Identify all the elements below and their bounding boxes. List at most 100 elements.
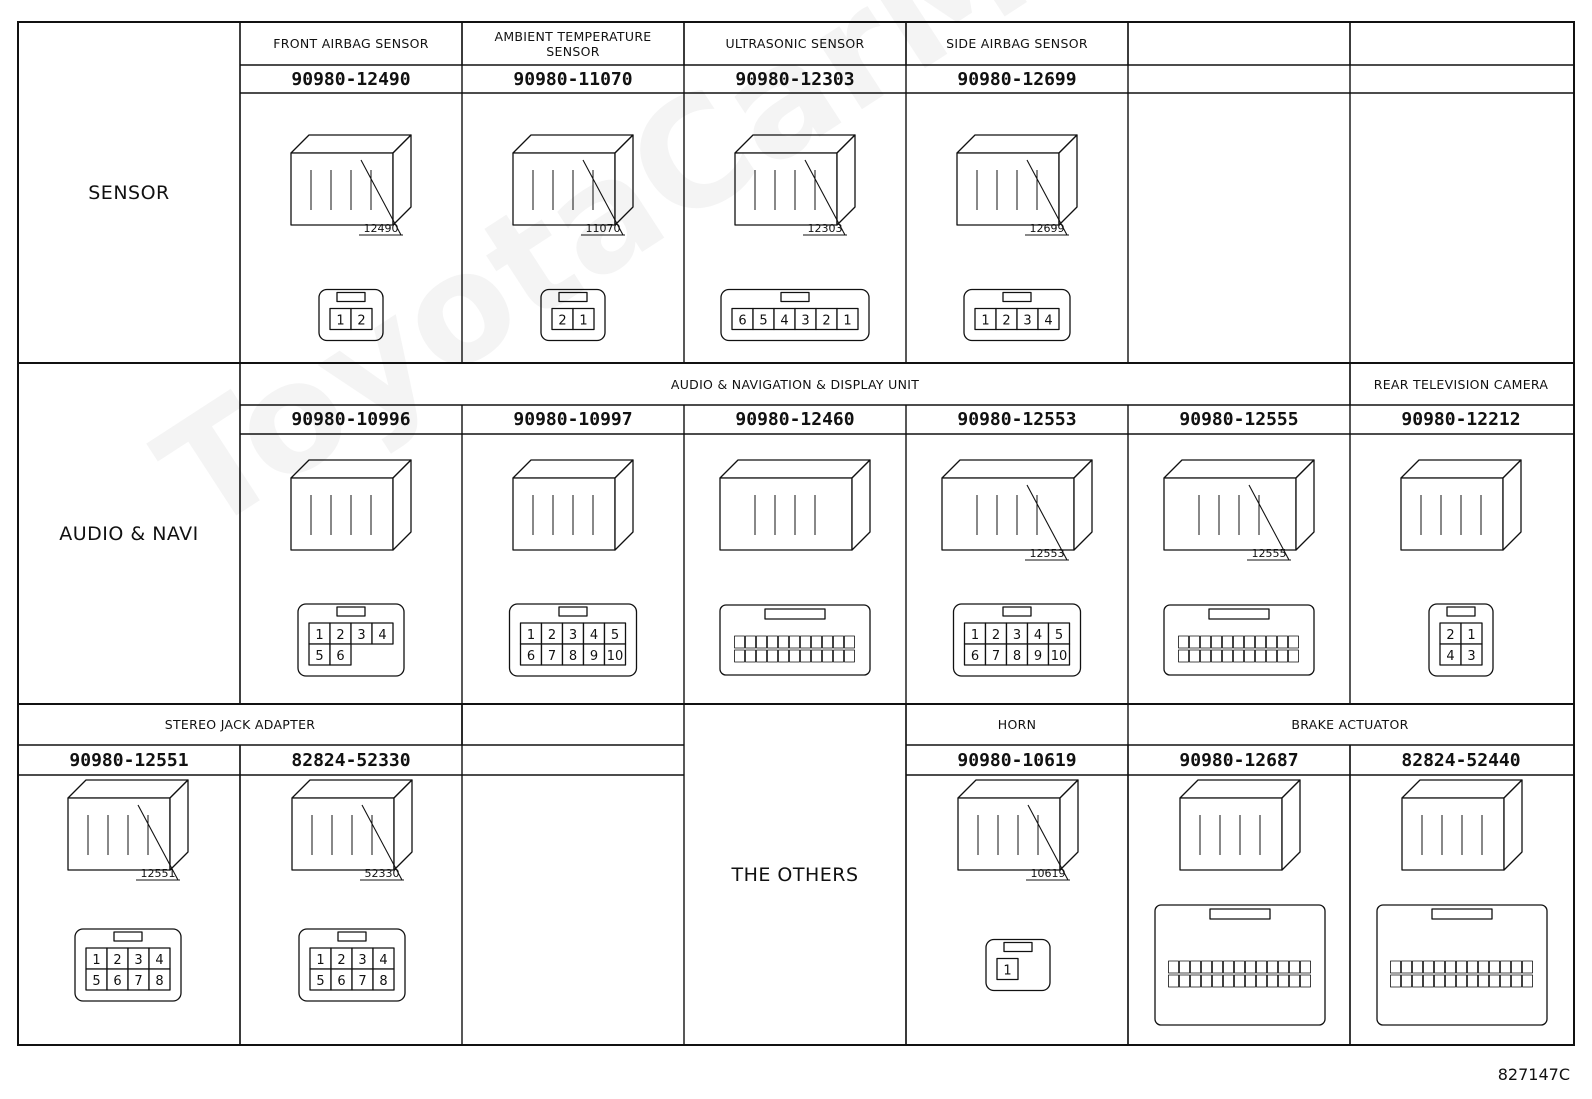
connector-3d-icon: [291, 779, 413, 871]
pin-face-icon: [719, 604, 871, 676]
pin-number: 2: [336, 628, 344, 643]
connector-3d-icon: [1401, 779, 1523, 871]
part-number[interactable]: 90980-10997: [513, 409, 633, 430]
group-title: [1350, 22, 1572, 65]
figure-reference: 827147C: [1497, 1065, 1570, 1084]
part-number[interactable]: 90980-12687: [1179, 749, 1299, 771]
pin-number: 7: [358, 974, 366, 989]
pin-number: 2: [337, 953, 345, 968]
part-number[interactable]: 90980-12555: [1179, 409, 1299, 430]
pin-number: 2: [558, 314, 566, 329]
part-number[interactable]: 90980-12699: [957, 68, 1077, 90]
pin-number: 1: [843, 314, 851, 329]
pin-number: 3: [569, 628, 577, 643]
connector-3d-icon: [290, 459, 412, 551]
part-number[interactable]: 82824-52330: [291, 749, 411, 771]
pin-number: 4: [1034, 628, 1042, 643]
pin-number: 4: [379, 953, 387, 968]
part-number[interactable]: 90980-12551: [69, 749, 189, 771]
group-title: AUDIO & NAVIGATION & DISPLAY UNIT: [670, 376, 920, 392]
part-number[interactable]: [1350, 65, 1572, 93]
pin-number: 3: [134, 953, 142, 968]
pin-face-icon: [1428, 603, 1494, 677]
pin-number: 1: [527, 628, 535, 643]
connector-3d-icon: [1179, 779, 1301, 871]
pin-number: 1: [1003, 964, 1011, 979]
connector-3d-icon: [941, 459, 1093, 551]
group-title: [1128, 22, 1350, 65]
connector-3d-icon: [67, 779, 189, 871]
pin-number: 5: [92, 974, 100, 989]
pin-number: 1: [336, 314, 344, 329]
pin-number: 6: [113, 974, 121, 989]
pin-face-icon: [1163, 604, 1315, 676]
pin-face-icon: [508, 603, 638, 677]
pin-number: 2: [1002, 314, 1010, 329]
part-number[interactable]: 90980-12460: [735, 409, 855, 430]
pin-number: 3: [1023, 314, 1031, 329]
pin-number: 1: [971, 628, 979, 643]
pin-number: 1: [92, 953, 100, 968]
callout-label: 11070: [586, 222, 621, 235]
part-number[interactable]: 90980-11070: [513, 68, 633, 90]
pin-number: 1: [579, 314, 587, 329]
pin-number: 2: [113, 953, 121, 968]
group-title: AMBIENT TEMPERATURE SENSOR: [494, 28, 652, 59]
category-label: SENSOR: [88, 181, 170, 204]
group-title: STEREO JACK ADAPTER: [164, 717, 316, 732]
group-title: HORN: [997, 717, 1037, 732]
pin-face-icon: [74, 928, 182, 1002]
category-label: THE OTHERS: [731, 863, 859, 886]
pin-number: 3: [1467, 649, 1475, 664]
part-number[interactable]: 90980-12553: [957, 409, 1077, 430]
pin-face-icon: [720, 288, 870, 342]
pin-number: 5: [1055, 628, 1063, 643]
pin-number: 9: [1034, 649, 1042, 664]
pin-number: 6: [336, 649, 344, 664]
part-number[interactable]: 90980-12303: [735, 68, 855, 90]
connector-3d-icon: [957, 779, 1079, 871]
connector-3d-icon: [290, 134, 412, 226]
callout-label: 12699: [1030, 222, 1065, 235]
part-number[interactable]: 90980-10619: [957, 749, 1077, 771]
pin-number: 5: [315, 649, 323, 664]
connector-3d-icon: [1163, 459, 1315, 551]
callout-label: 12555: [1252, 547, 1287, 560]
pin-number: 3: [1013, 628, 1021, 643]
pin-number: 8: [155, 974, 163, 989]
pin-number: 2: [1446, 628, 1454, 643]
pin-face-icon: [318, 288, 384, 342]
part-number[interactable]: 90980-12212: [1401, 409, 1521, 430]
pin-face-icon: [1154, 904, 1326, 1026]
callout-label: 12303: [808, 222, 843, 235]
pin-number: 7: [992, 649, 1000, 664]
pin-number: 4: [378, 628, 386, 643]
pin-number: 4: [780, 314, 788, 329]
pin-number: 2: [822, 314, 830, 329]
part-number[interactable]: 90980-12490: [291, 68, 411, 90]
part-number[interactable]: [1128, 65, 1350, 93]
pin-number: 1: [316, 953, 324, 968]
pin-number: 4: [155, 953, 163, 968]
callout-label: 52330: [365, 867, 400, 880]
pin-face-icon: [297, 603, 405, 677]
group-title: FRONT AIRBAG SENSOR: [273, 36, 429, 51]
pin-number: 4: [1044, 314, 1052, 329]
pin-number: 7: [548, 649, 556, 664]
pin-face-icon: [1376, 904, 1548, 1026]
callout-label: 12551: [141, 867, 176, 880]
callout-label: 10619: [1031, 867, 1066, 880]
part-number[interactable]: 90980-10996: [291, 409, 411, 430]
pin-number: 8: [379, 974, 387, 989]
connector-3d-icon: [512, 459, 634, 551]
pin-number: 7: [134, 974, 142, 989]
part-number[interactable]: 82824-52440: [1401, 749, 1521, 771]
pin-number: 6: [337, 974, 345, 989]
pin-number: 3: [357, 628, 365, 643]
pin-face-icon: [540, 288, 606, 342]
pin-number: 3: [358, 953, 366, 968]
pin-number: 9: [590, 649, 598, 664]
callout-label: 12490: [364, 222, 399, 235]
pin-face-icon: [298, 928, 406, 1002]
pin-number: 2: [992, 628, 1000, 643]
